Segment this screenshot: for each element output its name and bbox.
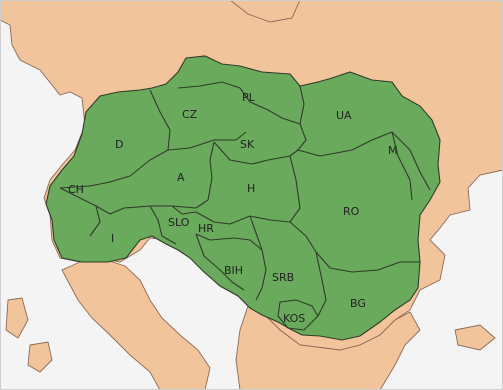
label-bg: BG — [350, 297, 366, 310]
label-ch: CH — [68, 183, 84, 196]
label-sk: SK — [240, 138, 255, 151]
land-balkan-south — [235, 299, 421, 390]
label-cz: CZ — [182, 108, 198, 121]
label-srb: SRB — [272, 271, 294, 284]
highlighted-region-fill — [45, 55, 441, 341]
label-h: H — [247, 182, 255, 195]
country-borders — [59, 81, 431, 331]
label-pl: PL — [242, 91, 256, 104]
label-m: M — [388, 144, 398, 157]
label-bih: BIH — [224, 264, 243, 277]
label-kos: KOS — [283, 312, 305, 325]
label-slo: SLO — [168, 216, 190, 229]
label-ua: UA — [336, 109, 352, 122]
highlighted-region — [45, 55, 441, 341]
label-ro: RO — [343, 205, 360, 218]
label-hr: HR — [198, 222, 214, 235]
land-island-west — [5, 297, 29, 339]
label-d: D — [115, 138, 123, 151]
label-i: I — [111, 232, 114, 245]
land-island-southeast — [454, 324, 496, 351]
land-italy-south — [61, 257, 211, 390]
country-labels: D PL CZ UA SK M CH A H RO SLO HR I BIH S… — [68, 91, 398, 325]
land-scandinavia-tip — [229, 0, 301, 23]
land-island-southwest — [27, 341, 53, 373]
label-a: A — [177, 171, 185, 184]
